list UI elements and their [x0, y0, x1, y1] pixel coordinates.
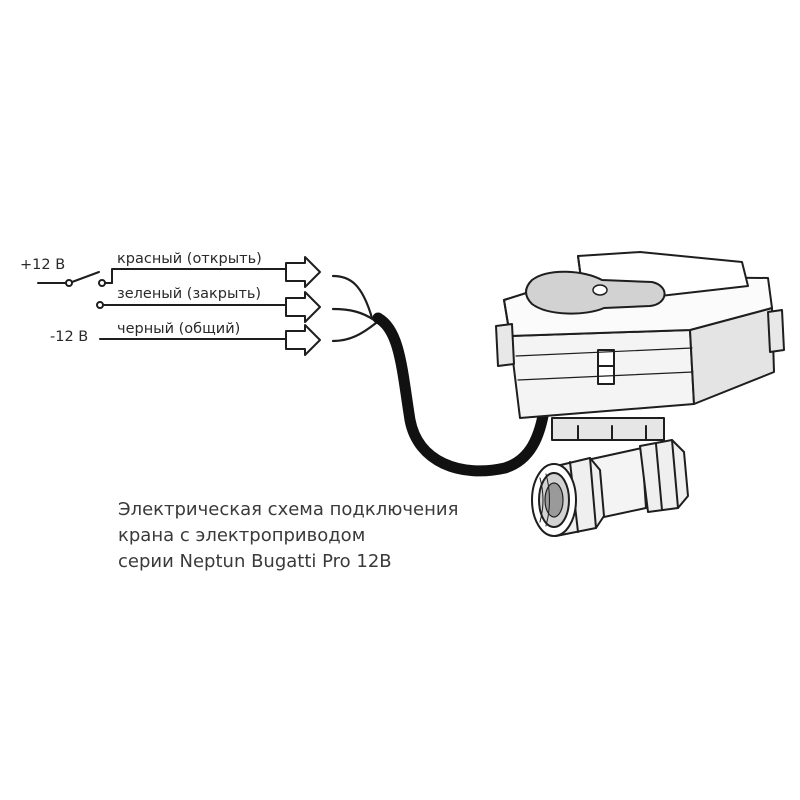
cable — [372, 312, 551, 477]
caption-line: крана с электроприводом — [118, 525, 366, 546]
wire-label-black: черный (общий) — [117, 321, 241, 337]
minus-12v-label: -12 В — [50, 329, 89, 345]
connector-arrow-green — [285, 291, 321, 323]
caption-line: Электрическая схема подключения — [118, 499, 459, 520]
plus-12v-label: +12 В — [20, 257, 66, 273]
connector-arrow-black — [285, 324, 321, 356]
valve-body — [531, 417, 689, 537]
handle — [525, 270, 666, 315]
wire-line-green — [96, 301, 287, 309]
wire-label-green: зеленый (закрыть) — [117, 286, 262, 302]
switch-symbol — [37, 268, 287, 287]
wire-label-red: красный (открыть) — [117, 251, 262, 267]
wire-ends — [331, 274, 378, 343]
caption-line: серии Neptun Bugatti Pro 12В — [118, 551, 392, 572]
connector-arrow-red — [285, 256, 321, 288]
diagram-caption: Электрическая схема подключения крана с … — [118, 497, 458, 575]
